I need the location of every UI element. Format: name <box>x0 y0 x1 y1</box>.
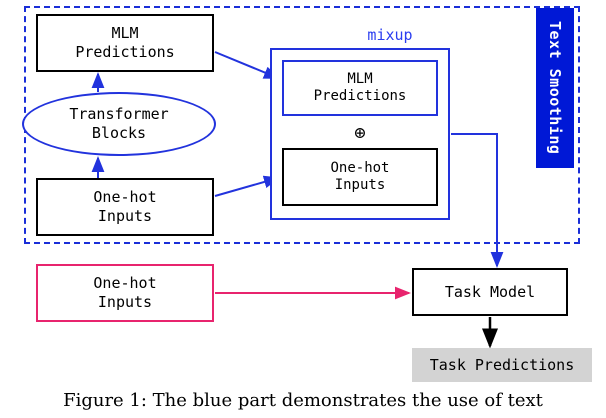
text-smoothing-banner: Text Smoothing <box>536 8 574 168</box>
node-label-line1: One-hot <box>330 159 390 176</box>
node-onehot-inputs-mixup: One-hot Inputs <box>282 148 438 206</box>
node-label-line2: Inputs <box>97 207 153 225</box>
node-label-line2: Predictions <box>313 88 407 104</box>
node-label-line1: Task Predictions <box>429 355 575 374</box>
node-onehot-inputs-top: One-hot Inputs <box>36 178 214 236</box>
mixup-label: mixup <box>367 26 413 44</box>
node-label-line2: Predictions <box>75 43 175 61</box>
node-label-line2: Inputs <box>334 177 386 193</box>
node-task-predictions: Task Predictions <box>412 348 592 382</box>
plus-circle-icon: ⊕ <box>354 122 366 144</box>
figure-caption: Figure 1: The blue part demonstrates the… <box>63 390 543 411</box>
node-onehot-inputs-bottom: One-hot Inputs <box>36 264 214 322</box>
node-label-line1: Task Model <box>444 282 536 301</box>
node-label-line2: Blocks <box>91 124 147 142</box>
node-mlm-predictions-top: MLM Predictions <box>36 14 214 72</box>
node-label-line1: MLM <box>347 70 373 87</box>
node-label-line1: One-hot <box>93 274 157 293</box>
text-smoothing-label: Text Smoothing <box>546 21 564 155</box>
node-label-line1: MLM <box>111 24 139 43</box>
node-mlm-predictions-mixup: MLM Predictions <box>282 60 438 116</box>
node-label-line1: Transformer <box>69 105 169 124</box>
node-transformer-blocks: Transformer Blocks <box>22 92 216 156</box>
node-task-model: Task Model <box>412 268 568 316</box>
node-label-line2: Inputs <box>97 293 153 311</box>
node-label-line1: One-hot <box>93 188 157 207</box>
